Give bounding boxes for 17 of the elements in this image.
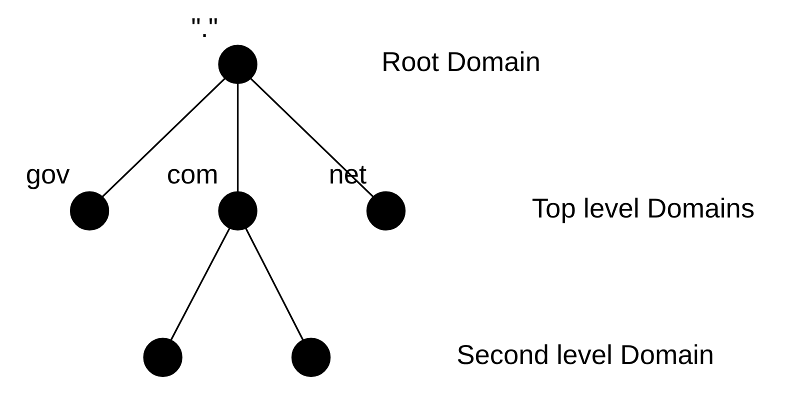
label: Root Domain: [381, 46, 540, 77]
node-label: ".": [191, 12, 218, 43]
node-circle: [291, 338, 331, 377]
node-circle: [70, 191, 110, 230]
node-circle: [218, 191, 258, 230]
connector: [102, 78, 226, 198]
node-label: gov: [26, 158, 70, 190]
label: Second level Domain: [456, 338, 714, 370]
node-circle: [366, 191, 406, 230]
label: Top level Domains: [532, 192, 755, 224]
node-circle: [218, 44, 258, 84]
connector: [250, 78, 374, 198]
connector: [236, 84, 239, 192]
node-label: com: [166, 158, 218, 190]
connector: [170, 228, 230, 340]
node-circle: [143, 338, 182, 377]
connector: [245, 228, 304, 341]
